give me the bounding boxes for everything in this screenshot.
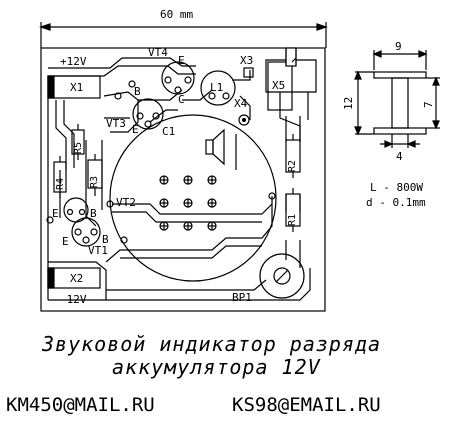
speaker-element [205, 128, 237, 170]
title-line2: аккумулятора 12V [112, 355, 321, 379]
title-line1: Звуковой индикатор разряда [42, 332, 382, 356]
coil-width-label: 9 [395, 40, 402, 53]
x4-label: X4 [234, 97, 248, 110]
connector-x5 [267, 61, 293, 111]
terminal-plus-label: +12V [60, 55, 87, 68]
resistor-r1 [285, 188, 301, 232]
x2-label: X2 [70, 272, 84, 285]
dimension-label: 60 mm [160, 8, 194, 21]
vt4-pin-c: C [178, 93, 185, 106]
r2-label: R2 [287, 159, 298, 172]
vt2-pad-grid [159, 175, 217, 231]
capacitor-c1 [109, 114, 277, 282]
terminal-minus-label: -12V [60, 293, 87, 306]
inductor-l1 [200, 70, 236, 106]
buzzer-bp1 [259, 253, 305, 299]
coil-height-outer-label: 12 [342, 96, 355, 110]
board-outline [40, 47, 326, 312]
transistor-vt1 [71, 217, 101, 247]
email-right: KS98@EMAIL.RU [232, 394, 381, 416]
vt1-pin-e: E [62, 235, 69, 248]
coil-sketch [354, 50, 440, 148]
x5-label: X5 [272, 79, 286, 92]
transistor-vt4 [161, 61, 195, 95]
connector-x3 [243, 67, 254, 78]
dimension-line [39, 22, 328, 48]
vt2-label: VT2 [116, 196, 136, 209]
r1-label: R1 [287, 213, 298, 226]
bp1-label: BP1 [232, 291, 252, 304]
x1-label: X1 [70, 81, 84, 94]
vt3-pin-e: E [132, 123, 139, 136]
vt1-label: VT1 [88, 244, 108, 257]
transistor-vt1-body [63, 197, 89, 223]
vt4-label: VT4 [148, 46, 168, 59]
transistor-vt3 [132, 98, 164, 130]
coil-wire-label: d - 0.1mm [366, 196, 426, 209]
vt1-pin-b-right: B [90, 207, 97, 220]
r5-label: R5 [73, 141, 84, 154]
pads [46, 80, 276, 244]
email-left: KM450@MAIL.RU [6, 394, 155, 416]
resistor-r2 [285, 134, 301, 178]
vt3-label: VT3 [106, 117, 126, 130]
vt1-pin-b: B [102, 233, 109, 246]
r3-label: R3 [89, 175, 100, 188]
c1-label: C1 [162, 125, 176, 138]
coil-core-label: 4 [396, 150, 403, 163]
vt4-pin-e: E [178, 54, 185, 67]
copper-traces [47, 57, 317, 301]
l1-label: L1 [210, 81, 224, 94]
x3-label: X3 [240, 54, 254, 67]
vt1-pin-e-left: E [52, 207, 59, 220]
resistor-r4 [53, 156, 67, 198]
coil-turns-label: L - 800W [370, 181, 423, 194]
coil-height-inner-label: 7 [422, 101, 435, 108]
connector-x4 [238, 114, 250, 126]
r4-label: R4 [55, 177, 66, 190]
resistor-r5 [71, 124, 85, 160]
resistor-r3 [87, 154, 103, 196]
vt3-pin-b: B [134, 85, 141, 98]
